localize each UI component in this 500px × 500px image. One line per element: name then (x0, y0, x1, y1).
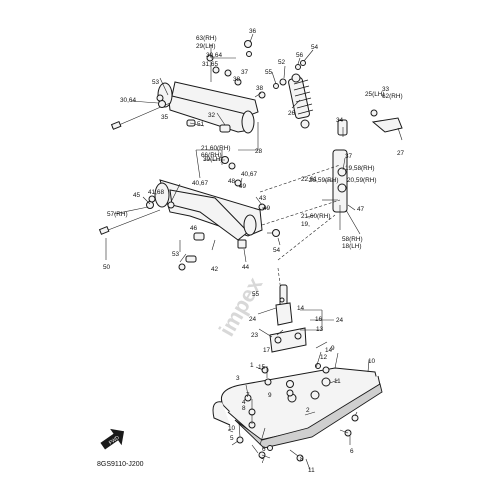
part-number-label: 18(LH) (342, 243, 362, 250)
part-number-label: 37 (241, 69, 249, 76)
part-number-label: 22,61 (301, 176, 317, 183)
shock-absorber (273, 60, 314, 129)
part-number-label: 38 (256, 85, 264, 92)
part-number-label: 4 (242, 399, 246, 406)
svg-text:FWD: FWD (108, 435, 121, 447)
part-number-label: 46 (190, 225, 198, 232)
part-number-label: 54 (311, 44, 319, 51)
leader-lines (105, 33, 370, 459)
front-arrow-icon: FWD (100, 428, 125, 450)
part-number-label: 26,59(RH) (309, 177, 338, 184)
part-number-label: 17 (263, 347, 271, 354)
part-number-label: 3 (236, 375, 240, 382)
ski (212, 363, 383, 449)
part-number-label: 49 (263, 205, 271, 212)
part-number-label: 33 (382, 86, 390, 93)
part-number-label: 42 (211, 266, 219, 273)
part-number-label: 11 (308, 467, 315, 474)
part-number-label: 10 (368, 358, 376, 365)
part-number-label: 7 (246, 392, 250, 399)
part-number-label: 51 (197, 121, 205, 128)
part-number-label: 54 (273, 247, 281, 254)
part-number-label: 19, (301, 221, 310, 228)
part-number-label: 58(RH) (342, 236, 363, 243)
part-number-label: 56 (296, 52, 304, 59)
part-number-label: 21,60(RH) (301, 213, 330, 220)
part-number-label: 31,65 (202, 61, 218, 68)
part-number-label: 19,58(RH) (345, 165, 374, 172)
part-labels: 3663(RH)29(LH)30,6431,653738565455525330… (0, 0, 405, 474)
part-number-label: 53 (172, 251, 180, 258)
part-number-label: 50 (103, 264, 111, 271)
part-number-label: 55 (252, 291, 260, 298)
part-number-label: 36 (249, 28, 257, 35)
part-number-label: 14 (297, 305, 305, 312)
part-number-label: 8 (242, 405, 246, 412)
part-number-label: 29(LH) (196, 43, 216, 50)
part-number-label: 2 (306, 407, 310, 414)
part-number-label: 30,64 (206, 52, 222, 59)
part-number-label: 39(LH) (203, 156, 223, 163)
part-number-label: 15 (258, 364, 266, 371)
part-number-label: 13 (316, 326, 324, 333)
part-number-label: 32 (208, 112, 216, 119)
part-number-label: 44 (242, 264, 250, 271)
part-number-label: 53 (152, 79, 160, 86)
part-number-label: 37 (345, 153, 353, 160)
part-number-label: 63(RH) (196, 35, 217, 42)
part-number-label: 1 (250, 362, 254, 369)
part-number-label: 35 (161, 114, 169, 121)
part-number-label: 24 (249, 316, 257, 323)
part-number-label: 48 (228, 178, 236, 185)
part-number-label: 30,64 (120, 97, 136, 104)
part-number-label: 24 (336, 317, 344, 324)
part-number-label: 20,59(RH) (347, 177, 376, 184)
upper-arm (110, 81, 259, 134)
watermark: impex (214, 272, 268, 340)
part-number-label: 49 (239, 183, 247, 190)
part-number-label: 6 (262, 446, 266, 453)
lower-arm (98, 179, 263, 241)
part-number-label: 34 (336, 117, 344, 124)
part-number-label: 25(LH) (365, 91, 385, 98)
part-number-label: 52 (278, 59, 286, 66)
part-number-label: 40,67 (192, 180, 208, 187)
part-number-label: 62(RH) (382, 93, 403, 100)
part-number-label: 6 (350, 448, 354, 455)
part-number-label: 27 (397, 150, 405, 157)
part-number-label: 5 (230, 435, 234, 442)
part-number-label: 23 (251, 332, 259, 339)
part-number-label: 9 (268, 392, 272, 399)
part-number-label: 8 (300, 456, 304, 463)
part-number-label: 10 (228, 425, 236, 432)
part-number-label: 12 (320, 354, 328, 361)
part-number-label: 26 (288, 110, 296, 117)
diagram-code: 8GS9110-J200 (97, 461, 144, 468)
part-number-label: 41,68 (148, 189, 164, 196)
part-number-label: 47 (357, 206, 365, 213)
part-number-label: 45 (133, 192, 141, 199)
shock-bracket (370, 109, 403, 141)
part-number-label: 16 (315, 316, 323, 323)
part-number-label: 57(RH) (107, 211, 128, 218)
spindle (269, 284, 307, 353)
lower-hardware (146, 156, 280, 271)
upper-hardware (156, 40, 266, 133)
part-number-label: 9 (331, 345, 335, 352)
spindle-column (259, 119, 348, 301)
ski-hardware (236, 366, 359, 471)
part-number-label: 43 (259, 195, 267, 202)
part-number-label: 55 (265, 69, 273, 76)
part-number-label: 11 (334, 378, 341, 385)
part-number-label: 38 (233, 76, 241, 83)
part-number-label: 7 (261, 458, 265, 465)
part-number-label: 14 (325, 347, 333, 354)
part-number-label: 21,60(RH) (201, 145, 230, 152)
part-number-label: 66(RH) (201, 152, 222, 159)
part-number-label: 28 (255, 148, 263, 155)
part-number-label: 3 (0, 0, 4, 2)
part-number-label: 40,67 (241, 171, 257, 178)
